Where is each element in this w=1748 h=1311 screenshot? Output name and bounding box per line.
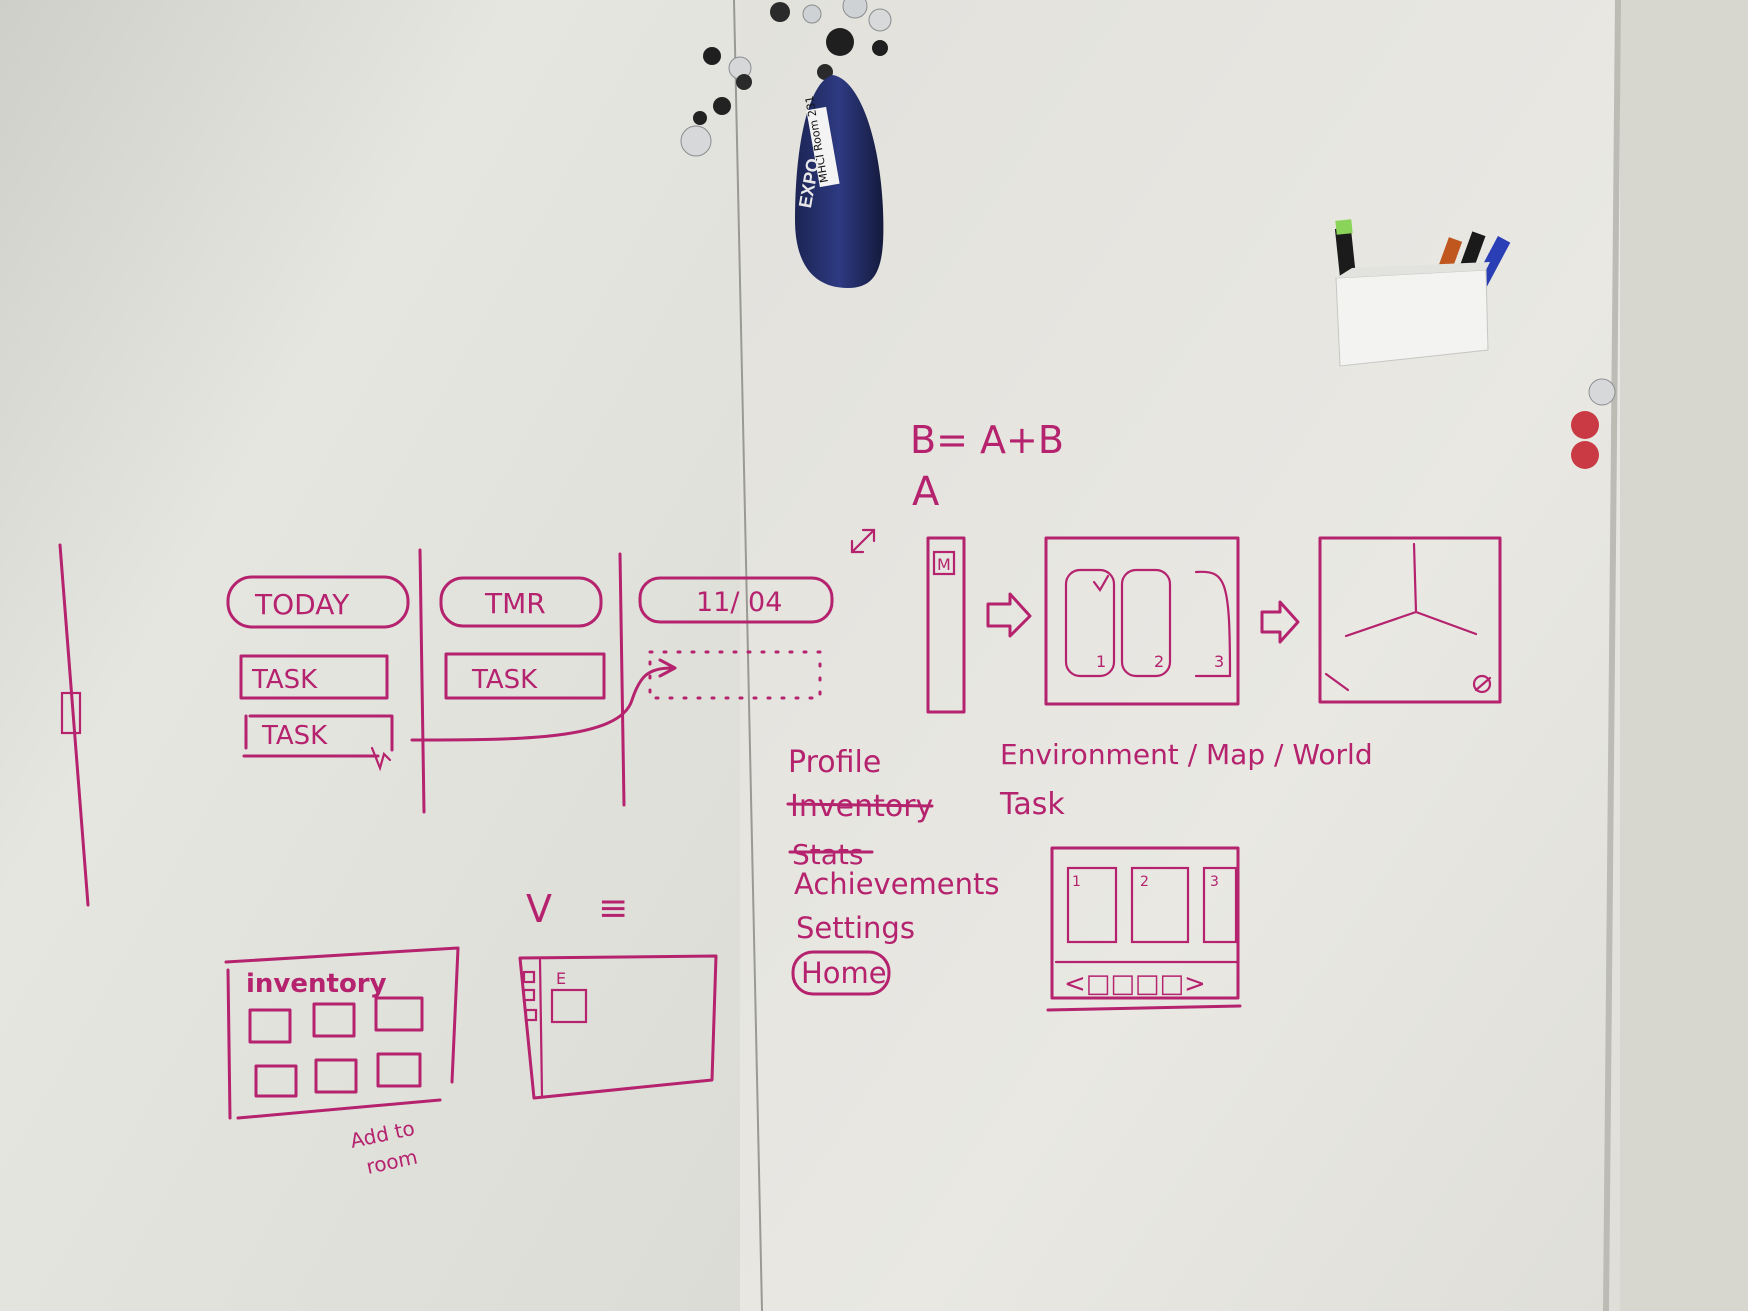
sketch-task-carousel: 1 2 3 <□□□□>	[1046, 846, 1242, 1012]
double-arrow-icon	[850, 528, 876, 554]
carousel-nav: <□□□□>	[1064, 969, 1206, 999]
formula-line2: A	[912, 469, 940, 515]
menu-letter: M	[937, 555, 951, 574]
world-screen	[1318, 536, 1502, 704]
flow-arrow-2	[1260, 600, 1300, 644]
menu-symbol-icon: ≡	[598, 888, 628, 929]
sketch-timeline	[58, 543, 90, 907]
task-label-0: TASK	[251, 665, 318, 695]
whiteboard-right-panel	[740, 0, 1620, 1311]
carousel-number-0: 1	[1072, 874, 1081, 890]
sketch-calendar: TODAY TMR 11/ 04 TASK TASK TASK	[226, 548, 834, 814]
carousel-number-2: 3	[1210, 874, 1219, 890]
flow-arrow-1	[986, 592, 1032, 638]
day-tab-date	[638, 576, 834, 624]
home-highlight	[791, 950, 891, 996]
check-symbol: V	[526, 887, 552, 931]
card-select-screen	[1044, 536, 1240, 706]
wall-right	[1620, 0, 1748, 1311]
menu-item-0: Profile	[788, 745, 881, 780]
marker-holder	[1334, 219, 1511, 367]
task-box-0	[239, 654, 389, 700]
inventory-title: inventory	[246, 969, 387, 999]
environment-title: Environment / Map / World	[1000, 738, 1373, 771]
drop-target-dotted	[648, 650, 822, 700]
sketch-screens: M 1 2 3	[926, 536, 1502, 714]
formula-line1: B= A+B	[910, 418, 1064, 462]
card-number-2: 3	[1214, 652, 1224, 671]
day-label-0: TODAY	[254, 588, 350, 621]
card-number-0: 1	[1096, 652, 1106, 671]
magnets-cluster	[680, 0, 1616, 469]
sketch-view-screen: V ≡ E	[518, 887, 718, 1100]
environment-subtitle: Task	[999, 787, 1065, 822]
item-letter: E	[556, 969, 566, 988]
menu-list: Profile Inventory Stats Achievements Set…	[786, 745, 1000, 996]
menu-item-2: Stats	[792, 838, 863, 871]
card-number-1: 2	[1154, 652, 1164, 671]
carousel-number-1: 2	[1140, 874, 1149, 890]
task-box-1	[444, 652, 606, 700]
menu-item-3: Achievements	[794, 867, 1000, 901]
day-label-2: 11/ 04	[696, 587, 782, 618]
day-label-1: TMR	[484, 587, 546, 620]
sidebar-screen	[926, 536, 966, 714]
menu-item-4: Settings	[796, 911, 915, 945]
task-label-2: TASK	[261, 721, 328, 751]
menu-item-5: Home	[801, 956, 887, 990]
day-tab-tmr	[439, 576, 603, 628]
expo-eraser: MHCI Room 231 EXPO	[795, 75, 884, 288]
task-label-1: TASK	[471, 665, 538, 695]
panel-seam	[733, 0, 763, 1311]
day-tab-today	[226, 575, 410, 629]
board-edge	[1603, 0, 1621, 1311]
